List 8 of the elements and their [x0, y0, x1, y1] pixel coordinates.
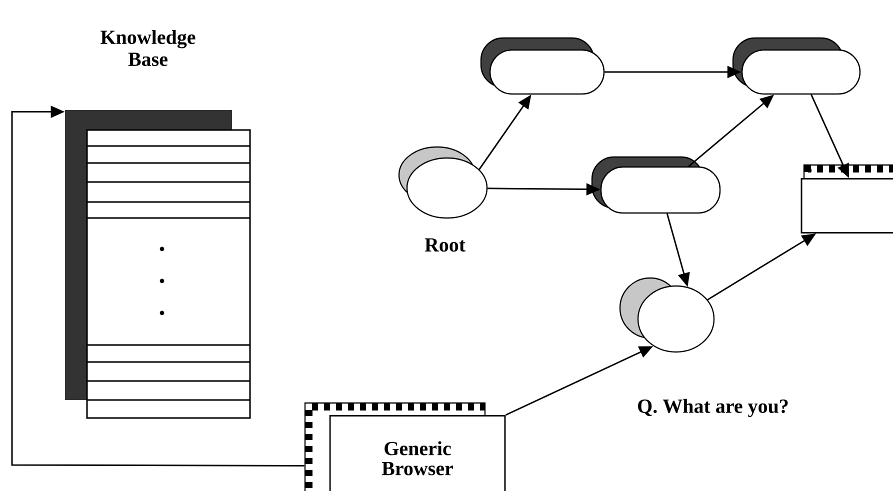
question-label: Q. What are you?	[638, 398, 788, 418]
checkered-box: Generic Browser	[304, 402, 506, 491]
checkered-box	[800, 164, 893, 234]
node-label: Root	[424, 238, 466, 252]
rounded-box	[480, 37, 605, 95]
rounded-box	[732, 37, 861, 95]
rounded-box	[591, 156, 721, 214]
heading-label: Knowledge Base	[100, 30, 196, 66]
